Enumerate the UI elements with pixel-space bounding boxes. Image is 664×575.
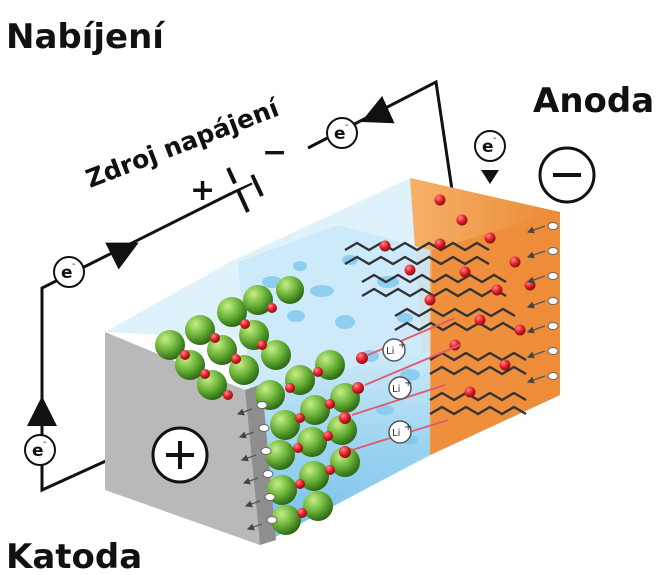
current-arrow-left bbox=[105, 242, 139, 270]
lithium-ion-flow: Li + Li + Li + bbox=[339, 317, 461, 458]
electron-flow-down-arrow bbox=[481, 170, 499, 184]
electron-badge-icon: e - bbox=[24, 434, 56, 466]
electron-badge-icon: e - bbox=[53, 256, 85, 288]
lithium-ion-badge-sup: + bbox=[404, 378, 412, 389]
electron-badge-icon: e - bbox=[326, 117, 358, 149]
current-arrow-top bbox=[361, 95, 395, 124]
lithium-ion-badge-sup: + bbox=[404, 422, 412, 433]
electron-badge-sup: - bbox=[72, 259, 76, 270]
lithium-ion-badge-text: Li bbox=[392, 428, 400, 439]
electron-badge-text: e bbox=[482, 137, 494, 157]
lithium-ion-badge-text: Li bbox=[392, 384, 400, 395]
anode-minus-symbol bbox=[538, 146, 596, 204]
cathode-plus-symbol bbox=[151, 426, 209, 484]
anode-electron-column bbox=[526, 222, 559, 384]
battery-symbol-icon: + − bbox=[190, 135, 287, 213]
lithium-ion-badge-icon: Li + bbox=[388, 376, 412, 400]
cathode-plate-edge bbox=[245, 384, 276, 545]
cathode-label: Katoda bbox=[6, 537, 142, 575]
electron-badge-text: e bbox=[334, 124, 346, 144]
cathode-lithium-atoms bbox=[180, 303, 335, 518]
lithium-ion-badge-sup: + bbox=[398, 340, 406, 351]
electron-badge-icon: e - bbox=[474, 130, 506, 162]
electron-badge-sup: - bbox=[345, 120, 349, 131]
electron-badge-text: e bbox=[61, 263, 73, 283]
battery-plus-sign: + bbox=[190, 173, 215, 208]
lithium-ion-badge-text: Li bbox=[386, 346, 394, 357]
electron-badge-text: e bbox=[32, 441, 44, 461]
electron-badge-sup: - bbox=[43, 437, 47, 448]
cathode-electron-column bbox=[236, 401, 278, 531]
diagram-title: Nabíjení bbox=[6, 17, 166, 57]
anode-label: Anoda bbox=[533, 81, 654, 121]
electron-badge-sup: - bbox=[493, 133, 497, 144]
anode-front-face bbox=[430, 212, 560, 455]
lithium-ion-badge-icon: Li + bbox=[382, 338, 406, 362]
anode-lithium-atoms bbox=[379, 194, 536, 398]
graphite-layer-icon bbox=[344, 241, 527, 416]
lithium-ion-badge-icon: Li + bbox=[388, 420, 412, 444]
battery-minus-sign: − bbox=[262, 135, 287, 170]
